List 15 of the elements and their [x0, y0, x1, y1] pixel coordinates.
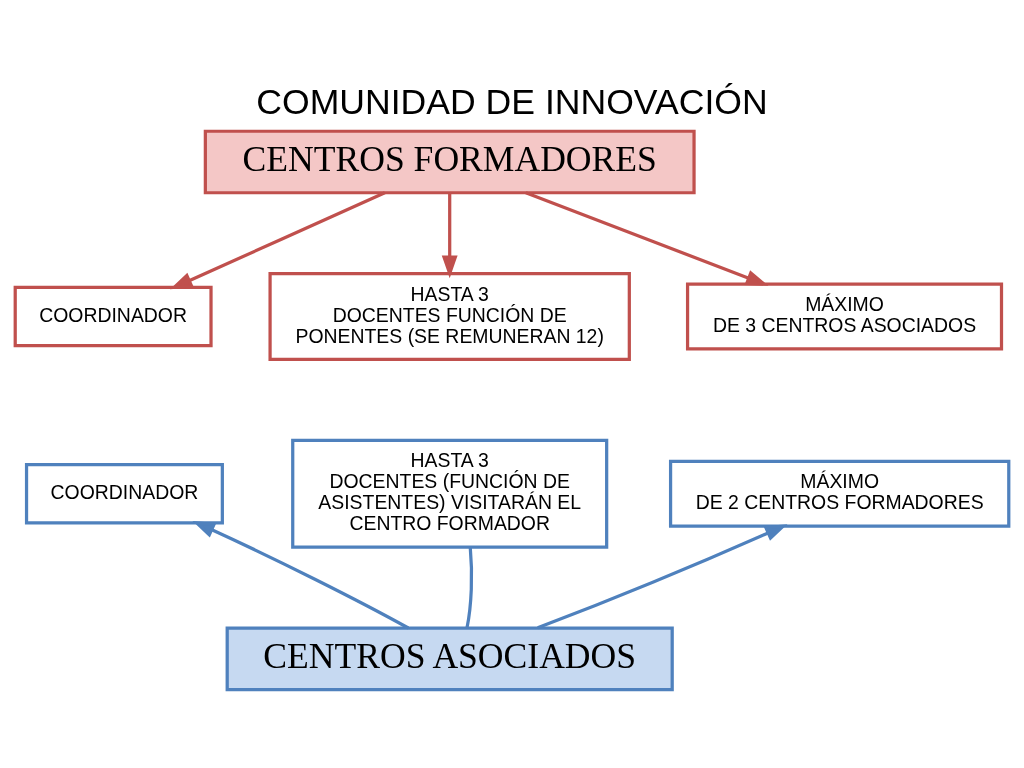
- connector: [465, 546, 474, 628]
- arrow: [441, 192, 458, 278]
- arrow: [192, 520, 410, 629]
- node-box: HASTA 3 DOCENTES (FUNCIÓN DE ASISTENTES) VISITARÁN EL CENTRO FORMADOR: [291, 438, 609, 549]
- node-box: MÁXIMO DE 2 CENTROS FORMADORES: [668, 459, 1011, 528]
- node-box: HASTA 3 DOCENTES FUNCIÓN DE PONENTES (SE REMUNERAN 12): [268, 271, 631, 361]
- diagram-title: COMUNIDAD DE INNOVACIÓN: [256, 81, 768, 122]
- arrow: [525, 190, 769, 286]
- node-box: COORDINADOR: [24, 462, 224, 524]
- node-box: MÁXIMO DE 3 CENTROS ASOCIADOS: [685, 282, 1004, 350]
- arrow: [169, 190, 386, 289]
- node-box: CENTROS FORMADORES: [203, 129, 696, 194]
- node-box: COORDINADOR: [13, 285, 213, 347]
- node-box: CENTROS ASOCIADOS: [225, 625, 674, 691]
- arrow: [537, 523, 788, 629]
